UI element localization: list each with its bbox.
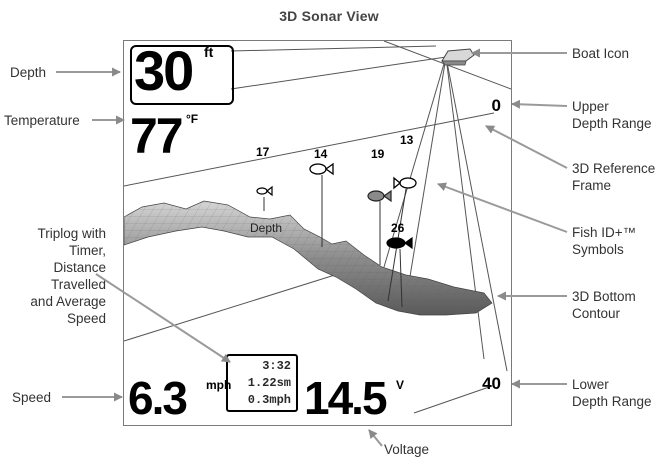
bottom-contour: [124, 200, 493, 316]
sonar-graphics: [124, 41, 511, 414]
callout-upper-depth-range: Upper Depth Range: [572, 99, 652, 131]
diagram-title: 3D Sonar View: [279, 8, 379, 24]
voltage-readout: 14.5: [304, 372, 388, 424]
callout-lower-depth-range: Lower Depth Range: [572, 377, 652, 409]
depth-overlay-label: Depth: [250, 221, 283, 235]
fish-depth-17: 17: [256, 145, 270, 159]
callout-temperature: Temperature: [4, 113, 80, 128]
triplog-distance: 1.22sm: [247, 376, 291, 390]
callout-3d-reference-frame: 3D Reference Frame: [572, 161, 656, 193]
lower-depth-range: 40: [482, 374, 501, 393]
fish-symbol-17: [256, 185, 273, 197]
fish-depth-26: 26: [391, 221, 405, 235]
callout-3d-bottom-contour: 3D Bottom Contour: [572, 289, 636, 321]
callout-depth: Depth: [10, 65, 47, 80]
depth-readout: 30: [134, 40, 194, 102]
callout-speed: Speed: [12, 390, 52, 405]
fish-depth-13: 13: [400, 133, 414, 147]
temperature-readout: 77: [130, 108, 184, 164]
callout-triplog: Triplog with Timer, Distance Travelled a…: [30, 226, 106, 326]
speed-readout: 6.3: [128, 372, 188, 424]
callout-voltage: Voltage: [384, 442, 430, 457]
boat-icon: [441, 48, 475, 66]
depth-unit: ft: [204, 44, 214, 60]
fish-symbol-13: [393, 176, 417, 190]
depth-box: [130, 45, 234, 105]
triplog-timer: 3:32: [262, 359, 291, 373]
speed-unit: mph: [206, 378, 232, 392]
fish-symbol-14: [309, 162, 334, 176]
upper-depth-range: 0: [491, 96, 501, 115]
callout-fish-id-symbols: Fish ID+™ Symbols: [572, 225, 637, 257]
temperature-unit: °F: [186, 112, 199, 126]
voltage-unit: V: [396, 378, 405, 392]
fish-depth-14: 14: [314, 147, 328, 161]
sonar-screen: 30 ft 77 °F 0 40 17 14 19 13 26 Depth 3:…: [123, 40, 512, 426]
fish-depth-19: 19: [371, 147, 385, 161]
triplog-box: 3:32 1.22sm 0.3mph: [226, 354, 298, 412]
fish-symbol-26: [386, 236, 413, 250]
triplog-avg-speed: 0.3mph: [247, 393, 291, 407]
fish-symbol-19: [367, 189, 392, 203]
callout-boat-icon: Boat Icon: [572, 46, 630, 61]
